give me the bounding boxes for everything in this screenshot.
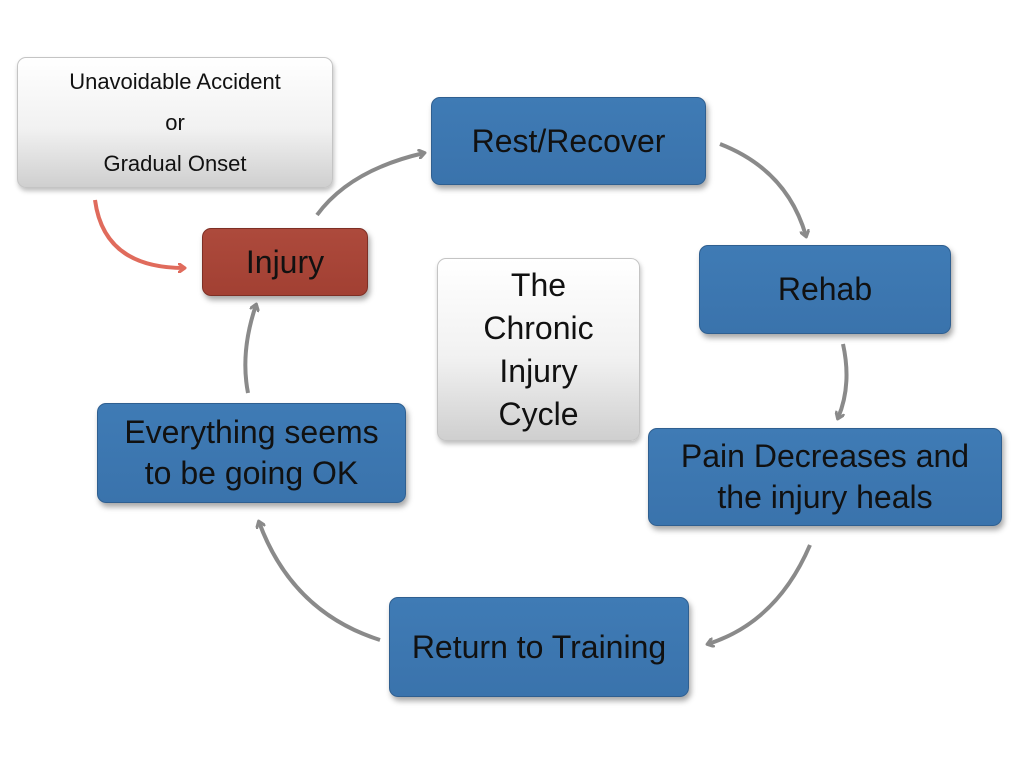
arrow-source-to-injury: [93, 199, 184, 268]
center-title-line-2: Chronic: [483, 309, 594, 346]
everything-ok-line-2: to be going OK: [144, 455, 359, 491]
source-line-gradual: Gradual Onset: [103, 151, 247, 176]
center-title-line-4: Cycle: [498, 395, 579, 432]
arrow-rest-to-rehab: [719, 142, 806, 236]
source-line-accident: Unavoidable Accident: [69, 69, 281, 94]
rest-recover-box: Rest/Recover: [431, 97, 706, 185]
injury-label: Injury: [245, 243, 325, 280]
rest-recover-label: Rest/Recover: [471, 122, 666, 159]
arrow-injury-to-rest: [315, 153, 424, 217]
pain-decreases-box: Pain Decreases and the injury heals: [648, 428, 1002, 526]
everything-ok-box: Everything seems to be going OK: [97, 403, 406, 503]
center-title-box: The Chronic Injury Cycle: [437, 258, 640, 441]
rehab-label: Rehab: [777, 271, 873, 308]
center-title-line-1: The: [510, 266, 567, 303]
source-line-or: or: [165, 110, 185, 135]
return-to-training-box: Return to Training: [389, 597, 689, 697]
everything-ok-line-1: Everything seems: [124, 414, 379, 451]
injury-box: Injury: [202, 228, 368, 296]
return-to-training-label: Return to Training: [411, 628, 667, 665]
pain-decreases-line-2: the injury heals: [717, 479, 933, 515]
arrow-rehab-to-pain: [838, 343, 849, 418]
rehab-box: Rehab: [699, 245, 951, 334]
arrow-ok-to-injury: [243, 305, 256, 394]
source-box: Unavoidable Accident or Gradual Onset: [17, 57, 333, 188]
pain-decreases-line-1: Pain Decreases and: [680, 438, 970, 475]
arrow-pain-to-return: [708, 544, 812, 644]
arrow-return-to-ok: [259, 522, 381, 642]
center-title-line-3: Injury: [499, 352, 578, 389]
